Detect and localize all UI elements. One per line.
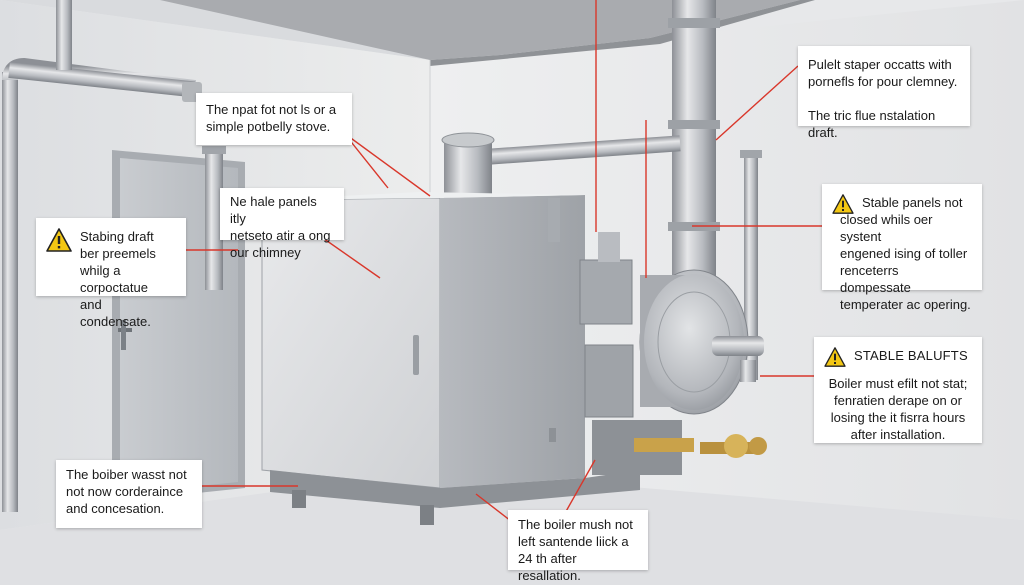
warning-icon	[46, 228, 72, 252]
warning-icon	[824, 347, 846, 367]
warning-icon	[832, 194, 854, 214]
callout-stove-note: The npat fot not ls or a simple potbelly…	[196, 93, 352, 145]
callout-panels-chimney: Ne hale panels itly netseto atir a ong o…	[220, 188, 344, 260]
callout-stable-balufts-warning: STABLE BALUFTS Boiler must efilt not sta…	[814, 337, 982, 443]
callout-text: The boiber wasst not not now corderaince…	[66, 467, 187, 516]
callout-draft-warning: Stabing draft ber preemels whilg a corpo…	[36, 218, 186, 329]
callout-text: Ne hale panels itly netseto atir a ong o…	[230, 194, 331, 260]
callout-installation-note: The boiler mush not left santende liick …	[508, 510, 648, 583]
callout-text: Boiler must efilt not stat; fenratien de…	[828, 376, 968, 442]
callout-title: STABLE BALUFTS	[854, 348, 968, 363]
callout-condensation-note: The boiber wasst not not now corderaince…	[56, 460, 202, 528]
callout-flue-draft: Pulelt staper occatts with pornefls for …	[798, 46, 970, 140]
callout-text: Stabing draft ber preemels whilg a corpo…	[80, 229, 156, 329]
callout-stable-panels-warning: Stable panels not closed whils oer syste…	[822, 184, 982, 312]
callout-text: Pulelt staper occatts with pornefls for …	[808, 57, 958, 140]
callout-text: The npat fot not ls or a simple potbelly…	[206, 102, 337, 134]
callout-text: The boiler mush not left santende liick …	[518, 517, 633, 583]
callout-text: Stable panels not closed whils oer syste…	[840, 195, 971, 312]
